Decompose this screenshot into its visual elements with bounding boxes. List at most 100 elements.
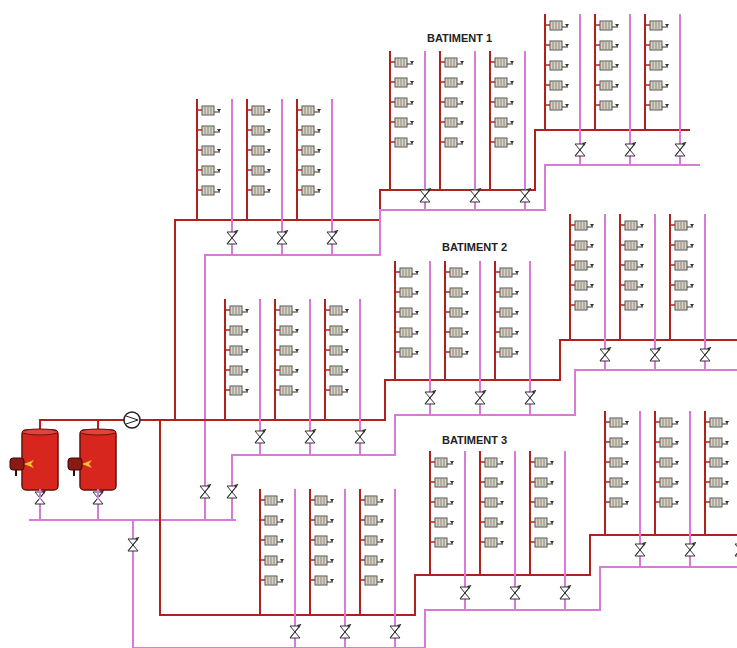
radiator-fin: [336, 347, 337, 354]
radiator-valve-head: [500, 461, 504, 464]
radiator-feed: [248, 189, 252, 191]
radiator-feed: [261, 559, 265, 561]
radiator-valve-head: [280, 539, 284, 542]
radiator-fin: [438, 479, 439, 486]
radiator: [495, 118, 507, 127]
radiator-fin: [581, 222, 582, 229]
radiator-fin: [584, 262, 585, 269]
radiator-valve-head: [640, 304, 644, 307]
radiator-fin: [494, 519, 495, 526]
radiator-feed: [391, 101, 395, 103]
radiator-feed: [298, 149, 302, 151]
radiator-fin: [305, 147, 306, 154]
radiator-valve-head: [295, 389, 299, 392]
radiator-feed: [441, 81, 445, 83]
radiator-valve-head: [550, 501, 554, 504]
radiator-valve-head: [460, 141, 464, 144]
radiator-fin: [488, 539, 489, 546]
radiator-feed: [391, 121, 395, 123]
radiator-fin: [659, 22, 660, 29]
radiator-valve-head: [515, 351, 519, 354]
radiator-valve-head: [665, 84, 669, 87]
radiator-fin: [603, 82, 604, 89]
radiator-valve-head: [665, 44, 669, 47]
supply-main-3: [160, 535, 737, 615]
radiator-feed: [261, 499, 265, 501]
radiator-fin: [619, 479, 620, 486]
radiator-feed: [276, 389, 280, 391]
radiator-fin: [318, 497, 319, 504]
radiator-fin: [619, 439, 620, 446]
radiator-fin: [453, 309, 454, 316]
radiator-fin: [441, 519, 442, 526]
radiator-feed: [571, 304, 575, 306]
radiator-fin: [663, 479, 664, 486]
supply-riser: [604, 412, 606, 535]
radiator-fin: [603, 42, 604, 49]
burner-flame: [24, 460, 34, 468]
radiator-feed: [441, 141, 445, 143]
radiator-feed: [261, 519, 265, 521]
radiator-fin: [368, 537, 369, 544]
radiator-fin: [659, 102, 660, 109]
radiator-valve-head: [675, 461, 679, 464]
supply-riser: [309, 490, 311, 615]
radiator: [202, 106, 214, 115]
radiator-feed: [491, 141, 495, 143]
radiator: [575, 261, 587, 270]
radiator-fin: [451, 99, 452, 106]
radiator-fin: [406, 309, 407, 316]
radiator-fin: [659, 42, 660, 49]
radiator-fin: [509, 309, 510, 316]
radiator-feed: [361, 559, 365, 561]
radiator-fin: [255, 107, 256, 114]
radiator: [600, 61, 612, 70]
radiator-fin: [656, 42, 657, 49]
supply-riser: [489, 52, 491, 190]
radiator-fin: [409, 269, 410, 276]
radiator-valve-head: [665, 104, 669, 107]
radiator: [450, 288, 462, 297]
radiator: [650, 21, 662, 30]
radiator-fin: [236, 307, 237, 314]
radiator: [610, 438, 622, 447]
radiator-fin: [456, 269, 457, 276]
radiator-feed: [496, 291, 500, 293]
radiator-feed: [656, 421, 660, 423]
radiator-fin: [666, 459, 667, 466]
radiator-valve-head: [450, 481, 454, 484]
radiator-fin: [289, 367, 290, 374]
radiator-feed: [391, 81, 395, 83]
radiator-fin: [459, 329, 460, 336]
radiator-fin: [631, 262, 632, 269]
radiator-fin: [494, 479, 495, 486]
radiator-fin: [438, 499, 439, 506]
radiator: [435, 458, 447, 467]
boiler-outlet: [97, 490, 99, 498]
radiator-fin: [609, 82, 610, 89]
radiator-fin: [404, 79, 405, 86]
radiator-valve-head: [510, 61, 514, 64]
radiator-fin: [441, 539, 442, 546]
radiator: [600, 101, 612, 110]
radiator-feed: [606, 481, 610, 483]
radiator-fin: [339, 367, 340, 374]
radiator-fin: [239, 327, 240, 334]
radiator-fin: [616, 419, 617, 426]
radiator-fin: [274, 577, 275, 584]
radiator-valve-head: [615, 64, 619, 67]
radiator: [445, 98, 457, 107]
radiator-fin: [681, 282, 682, 289]
radiator-valve-head: [410, 121, 414, 124]
radiator-feed: [646, 44, 650, 46]
valve-arrow: [227, 230, 238, 244]
radiator-fin: [503, 269, 504, 276]
radiator-feed: [671, 284, 675, 286]
radiator-feed: [198, 149, 202, 151]
radiator: [400, 268, 412, 277]
radiator: [445, 118, 457, 127]
radiator-fin: [286, 307, 287, 314]
radiator-feed: [311, 559, 315, 561]
valve-arrow: [700, 347, 711, 361]
